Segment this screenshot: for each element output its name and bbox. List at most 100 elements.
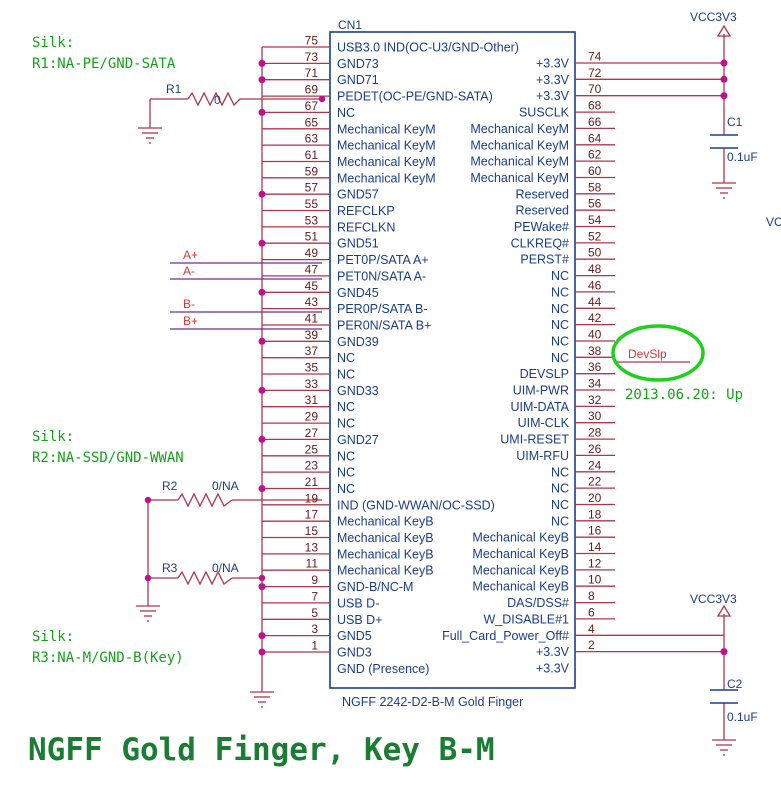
junction-dot: [258, 239, 266, 247]
pin-number-right: 18: [588, 507, 602, 521]
signal-a-minus: A-: [183, 264, 195, 278]
pin-number-left: 65: [305, 115, 319, 129]
pin-number-left: 21: [305, 475, 319, 489]
pin-name-right: NC: [551, 335, 569, 349]
capacitor-symbols: [710, 134, 738, 704]
pin-number-right: 74: [588, 50, 602, 64]
pin-name-left: Mechanical KeyB: [337, 515, 434, 529]
pin-number-right: 8: [588, 589, 595, 603]
junction-dot: [258, 190, 266, 198]
pin-name-left: GND73: [337, 57, 379, 71]
pin-name-left: GND51: [337, 237, 379, 251]
pin-name-right: NC: [551, 302, 569, 316]
pin-name-left: NC: [337, 351, 355, 365]
pin-name-right: CLKREQ#: [511, 236, 569, 250]
junction-dot: [144, 574, 152, 582]
pin-name-left: NC: [337, 417, 355, 431]
pin-number-left: 35: [305, 361, 319, 375]
pin-name-left: GND45: [337, 286, 379, 300]
junction-dot: [720, 59, 728, 67]
pin-number-left: 47: [305, 262, 319, 276]
pin-number-right: 16: [588, 524, 602, 538]
pin-number-right: 54: [588, 213, 602, 227]
junction-dot: [258, 59, 266, 67]
junction-dot: [720, 75, 728, 83]
pin-name-right: UIM-DATA: [510, 400, 569, 414]
pin-number-right: 24: [588, 458, 602, 472]
pin-number-right: 56: [588, 197, 602, 211]
pin-name-left: NC: [337, 449, 355, 463]
pin-number-right: 46: [588, 278, 602, 292]
pin-name-right: Mechanical KeyM: [470, 138, 569, 152]
r2-ref: R2: [162, 479, 178, 493]
pin-number-left: 3: [311, 622, 318, 636]
pin-name-left: GND27: [337, 433, 379, 447]
pin-number-left: 11: [306, 557, 319, 571]
pin-number-right: 70: [588, 82, 602, 96]
signal-a-plus: A+: [183, 248, 198, 262]
pin-name-right: Mechanical KeyM: [470, 122, 569, 136]
pin-number-left: 53: [305, 213, 319, 227]
junction-dot: [720, 92, 728, 100]
pin-name-right: Mechanical KeyB: [472, 531, 569, 545]
pin-name-left: GND5: [337, 629, 372, 643]
pin-number-left: 17: [305, 508, 319, 522]
pin-name-left: PEDET(OC-PE/GND-SATA): [337, 90, 493, 104]
pin-number-left: 39: [305, 328, 319, 342]
pin-name-right: UMI-RESET: [500, 433, 569, 447]
pin-number-right: 14: [588, 540, 602, 554]
pin-name-left: NC: [337, 106, 355, 120]
pin-number-right: 44: [588, 295, 602, 309]
power-arrow-icon: [716, 24, 732, 37]
pin-name-left: Mechanical KeyM: [337, 171, 436, 185]
junction-dot: [258, 386, 266, 394]
pin-number-left: 27: [305, 426, 319, 440]
junction-dots: [144, 59, 728, 656]
pin-name-right: Mechanical KeyB: [472, 547, 569, 561]
power-label-bottom: VCC3V3: [690, 592, 737, 606]
pin-number-right: 66: [588, 115, 602, 129]
pin-number-left: 51: [305, 230, 319, 244]
pin-name-right: +3.3V: [536, 73, 570, 87]
power-symbols: [716, 24, 732, 617]
pin-number-right: 28: [588, 426, 602, 440]
pin-name-right: NC: [551, 498, 569, 512]
pin-number-left: 43: [305, 295, 319, 309]
pin-name-left: GND (Presence): [337, 662, 429, 676]
pin-number-right: 12: [588, 556, 602, 570]
pin-number-right: 72: [588, 66, 602, 80]
pin-number-left: 49: [305, 246, 319, 260]
pin-number-right: 42: [588, 311, 602, 325]
junction-dot: [318, 95, 326, 103]
pin-name-left: NC: [337, 466, 355, 480]
junction-dot: [258, 485, 266, 492]
signal-devslp: DevSlp: [628, 347, 667, 361]
pin-name-right: Mechanical KeyM: [470, 155, 569, 169]
pin-name-left: Mechanical KeyM: [337, 155, 436, 169]
ground-icon: [712, 182, 736, 199]
pin-name-right: NC: [551, 351, 569, 365]
pin-name-left: REFCLKN: [337, 220, 395, 234]
pin-number-left: 5: [311, 606, 318, 620]
junction-dot: [720, 648, 728, 656]
ground-icon: [138, 127, 162, 144]
pin-number-left: 75: [305, 34, 319, 48]
pin-stubs: [262, 46, 724, 653]
pin-number-left: 13: [305, 540, 319, 554]
pin-number-left: 45: [305, 279, 319, 293]
pin-number-right: 32: [588, 393, 602, 407]
c1-ref: C1: [727, 115, 743, 129]
pin-name-right: +3.3V: [536, 645, 570, 659]
pin-number-right: 10: [588, 573, 602, 587]
junction-dot: [258, 632, 266, 640]
connector-body: [329, 31, 576, 689]
pin-number-right: 30: [588, 409, 602, 423]
diagram-title: NGFF Gold Finger, Key B-M: [28, 732, 495, 768]
power-label-top: VCC3V3: [690, 10, 737, 24]
signal-stubs: [170, 262, 322, 330]
part-label: NGFF 2242-D2-B-M Gold Finger: [342, 695, 523, 709]
component-refdes: CN1: [338, 18, 362, 32]
pin-number-right: 62: [588, 148, 602, 162]
ground-icon: [250, 691, 274, 708]
